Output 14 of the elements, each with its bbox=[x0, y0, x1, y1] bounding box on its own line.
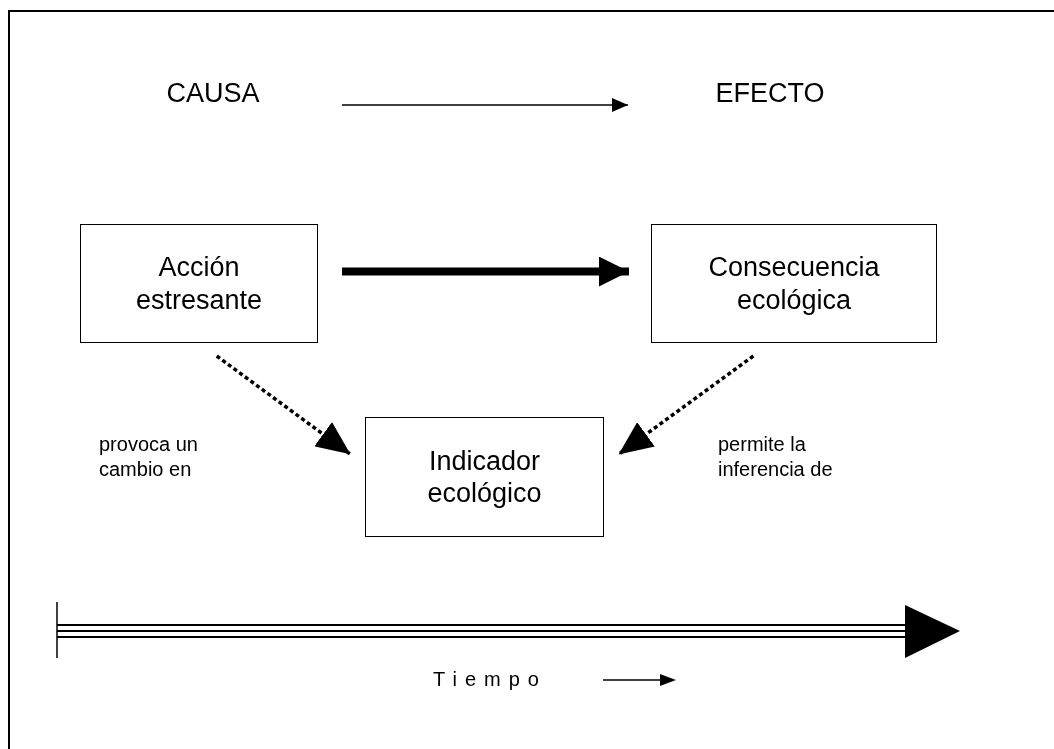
heading-text: CAUSA bbox=[166, 76, 260, 110]
process-box bbox=[80, 224, 318, 343]
arrow bbox=[617, 354, 755, 456]
box-label: Indicador ecológico bbox=[426, 444, 543, 510]
heading-text: EFECTO bbox=[715, 76, 825, 110]
axis-label: Tiempo bbox=[433, 667, 547, 692]
arrow bbox=[341, 98, 629, 112]
process-box bbox=[365, 417, 604, 537]
process-box bbox=[651, 224, 937, 343]
arrow bbox=[215, 354, 352, 456]
edge-label: provoca un cambio en bbox=[99, 432, 199, 482]
edge-label: permite la inferencia de bbox=[718, 432, 834, 482]
box-label: Consecuencia ecológica bbox=[707, 251, 881, 316]
box-label: Acción estresante bbox=[134, 251, 264, 316]
